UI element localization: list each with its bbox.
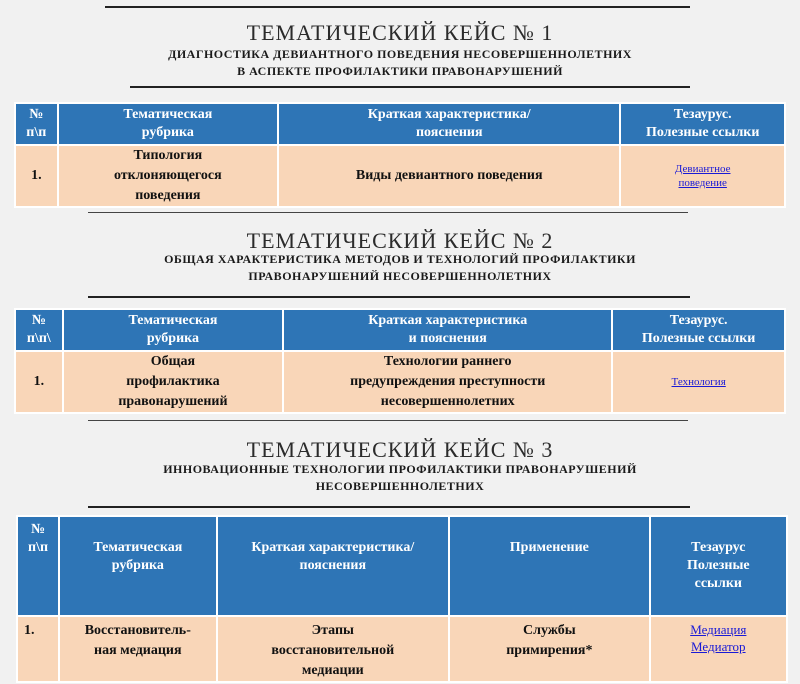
case3-header-thesaurus: Тезаурус Полезные ссылки	[650, 517, 786, 615]
case2-subtitle-line1: ОБЩАЯ ХАРАКТЕРИСТИКА МЕТОДОВ И ТЕХНОЛОГИ…	[164, 252, 636, 266]
case2-row-rubric: Общая профилактика правонарушений	[63, 352, 283, 412]
table-row: 1. Типология отклоняющегося поведения Ви…	[16, 146, 784, 206]
case1-subtitle-line2: В АСПЕКТЕ ПРОФИЛАКТИКИ ПРАВОНАРУШЕНИЙ	[237, 64, 563, 78]
case3-title-divider	[88, 506, 690, 508]
case3-title: ТЕМАТИЧЕСКИЙ КЕЙС № 3	[246, 437, 554, 462]
case3-subtitle-line2: НЕСОВЕРШЕННОЛЕТНИХ	[315, 479, 485, 493]
table-row: 1. Восстановитель- ная медиация Этапы во…	[18, 617, 786, 681]
top-divider	[105, 6, 690, 8]
case1-bottom-divider	[88, 212, 688, 213]
case3-row-usage: Службы примирения*	[450, 617, 649, 681]
case1-title-divider	[130, 86, 690, 88]
case2-header-thesaurus: Тезаурус.Полезные ссылки	[613, 310, 784, 350]
link-mediator[interactable]: Медиатор	[691, 639, 746, 654]
case2-subtitle-line2: ПРАВОНАРУШЕНИЙ НЕСОВЕРШЕННОЛЕТНИХ	[248, 269, 552, 283]
case2-title: ТЕМАТИЧЕСКИЙ КЕЙС № 2	[246, 228, 554, 253]
case3-subtitle-line1: ИННОВАЦИОННЫЕ ТЕХНОЛОГИИ ПРОФИЛАКТИКИ ПР…	[163, 462, 637, 476]
case2-row-num: 1.	[16, 352, 62, 412]
link-technology[interactable]: Технология	[671, 376, 726, 388]
case1-title: ТЕМАТИЧЕСКИЙ КЕЙС № 1	[246, 20, 554, 45]
case2-row-links: Технология	[613, 352, 784, 412]
case1-subtitle: ДИАГНОСТИКА ДЕВИАНТНОГО ПОВЕДЕНИЯ НЕСОВЕ…	[0, 46, 800, 80]
case1-header-thesaurus: Тезаурус.Полезные ссылки	[621, 104, 784, 144]
case3-row-num: 1.	[18, 617, 59, 681]
link-mediation[interactable]: Медиация	[690, 622, 747, 637]
case1-header-description: Краткая характеристика/пояснения	[279, 104, 620, 144]
case1-row-num: 1.	[16, 146, 57, 206]
case1-subtitle-line1: ДИАГНОСТИКА ДЕВИАНТНОГО ПОВЕДЕНИЯ НЕСОВЕ…	[168, 47, 632, 61]
case2-subtitle: ОБЩАЯ ХАРАКТЕРИСТИКА МЕТОДОВ И ТЕХНОЛОГИ…	[0, 251, 800, 285]
case3-row-description: Этапы восстановительной медиации	[217, 617, 449, 681]
case1-row-description: Виды девиантного поведения	[279, 146, 620, 206]
table-row: 1. Общая профилактика правонарушений Тех…	[16, 352, 784, 412]
case2-title-divider	[88, 296, 690, 298]
case2-row-description: Технологии раннего предупреждения престу…	[284, 352, 612, 412]
case3-row-links: Медиация Медиатор	[650, 617, 786, 681]
case1-row-rubric: Типология отклоняющегося поведения	[58, 146, 278, 206]
case3-row-rubric: Восстановитель- ная медиация	[60, 617, 216, 681]
case2-bottom-divider	[88, 420, 688, 421]
case3-header-description: Краткая характеристика/пояснения	[217, 517, 449, 615]
case3-subtitle: ИННОВАЦИОННЫЕ ТЕХНОЛОГИИ ПРОФИЛАКТИКИ ПР…	[0, 461, 800, 495]
case3-header-usage: Применение	[450, 517, 649, 615]
